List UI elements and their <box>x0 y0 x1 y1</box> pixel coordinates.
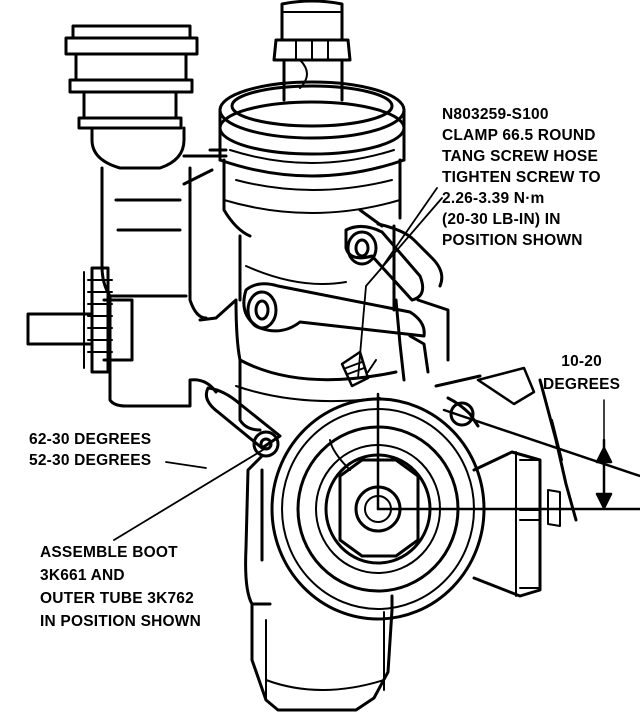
boot-callout-line: IN POSITION SHOWN <box>40 613 201 630</box>
angle-callout: 10-20 DEGREES <box>543 350 620 396</box>
clamp-callout-line: N803259-S100 <box>442 106 549 123</box>
boot-callout-line: ASSEMBLE BOOT <box>40 544 178 561</box>
hose-fittings <box>242 208 450 388</box>
degrees-callout-line: 52-30 DEGREES <box>29 452 152 469</box>
boot-callout-line: OUTER TUBE 3K762 <box>40 590 194 607</box>
lower-body <box>198 298 536 458</box>
boot-callout: ASSEMBLE BOOT 3K661 AND OUTER TUBE 3K762… <box>40 541 201 633</box>
clamp-callout-line: 2.26-3.39 N·m <box>442 190 545 207</box>
pump <box>26 166 218 408</box>
boot-callout-line: 3K661 AND <box>40 567 125 584</box>
reservoir <box>64 24 228 170</box>
angle-callout-line: DEGREES <box>543 376 621 393</box>
degrees-callout-line: 62-30 DEGREES <box>29 431 152 448</box>
clamp-callout: N803259-S100 CLAMP 66.5 ROUND TANG SCREW… <box>442 104 601 251</box>
clamp-callout-line: TIGHTEN SCREW TO <box>442 169 601 186</box>
gear-housing <box>244 378 578 712</box>
clamp-callout-line: CLAMP 66.5 ROUND <box>442 127 596 144</box>
input-shaft <box>272 0 352 102</box>
angle-callout-line: 10-20 <box>561 353 602 370</box>
clamp-callout-line: (20-30 LB-IN) IN <box>442 211 561 228</box>
clamp-callout-line: TANG SCREW HOSE <box>442 148 598 165</box>
valve-housing <box>218 80 406 312</box>
clamp-callout-line: POSITION SHOWN <box>442 232 583 249</box>
reference-lines <box>113 187 640 541</box>
degrees-callout: 62-30 DEGREES 52-30 DEGREES <box>29 429 151 471</box>
